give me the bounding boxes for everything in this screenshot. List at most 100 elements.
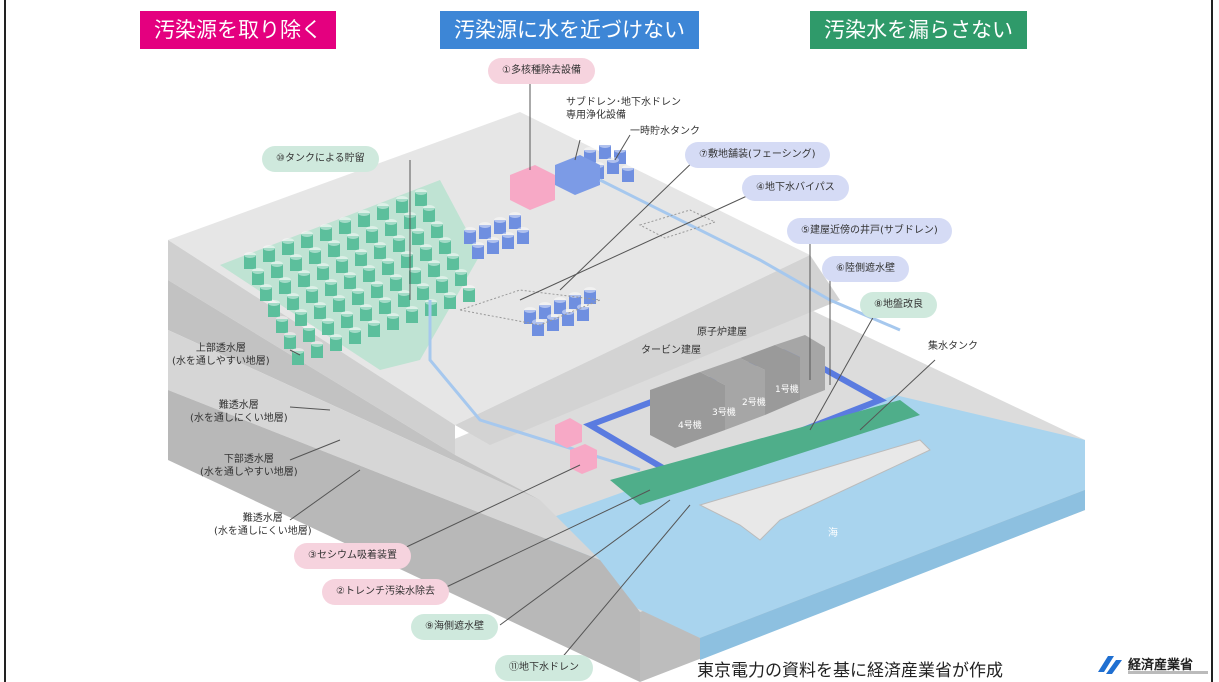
pier (698, 439, 931, 541)
layer-label-3: 下部透水層 (水を通しやすい地層) (200, 453, 298, 479)
upper-ground-top (168, 112, 810, 425)
green-tank (271, 261, 283, 278)
turbine-building-label: タービン建屋 (641, 345, 701, 356)
blue-tank (569, 292, 581, 309)
blue-tank (577, 304, 589, 321)
layer-label-1: 上部透水層 (水を通しやすい地層) (172, 342, 270, 368)
upper-ground-slope (455, 255, 840, 445)
green-tank (415, 189, 427, 206)
blue-tank (562, 309, 574, 326)
blue-tank (517, 227, 529, 244)
green-tank (298, 270, 310, 287)
green-tank (374, 242, 386, 259)
blue-tank (479, 222, 491, 239)
blue-tank (607, 157, 619, 174)
green-tank (292, 348, 304, 365)
leader-lines (289, 83, 936, 661)
measure-3-pill: ③セシウム吸着装置 (294, 543, 411, 569)
green-tank (377, 203, 389, 220)
measure-11-pill: ⑪地下水ドレン (495, 655, 593, 681)
green-tank (371, 281, 383, 298)
measure-5-pill: ⑤建屋近傍の井戸(サブドレン) (787, 218, 952, 244)
green-tank (282, 238, 294, 255)
green-tank (311, 341, 323, 358)
measure-1-pill: ①多核種除去設備 (488, 58, 595, 84)
layer-3-note: (水を通しやすい地層) (200, 467, 298, 478)
unit1-label: 1号機 (775, 383, 799, 395)
cesium-box-1 (555, 418, 582, 448)
blue-tank (622, 165, 634, 182)
green-tank (417, 283, 429, 300)
meti-logo-text: 経済産業省 (1128, 658, 1194, 673)
measure-8-pill: ⑧地盤改良 (860, 292, 937, 318)
subdrain-label-line2: 専用浄化設備 (566, 110, 626, 121)
collection-tank-label: 集水タンク (928, 341, 978, 352)
green-tank (382, 258, 394, 275)
sea-label: 海 (828, 526, 838, 539)
measure-4-pill: ④地下水バイパス (742, 175, 849, 201)
green-tank (368, 320, 380, 337)
green-tank (287, 293, 299, 310)
green-tank (412, 228, 424, 245)
green-tank (355, 249, 367, 266)
measure-2-pill: ②トレンチ汚染水除去 (322, 579, 449, 605)
green-tank (387, 313, 399, 330)
green-tank (328, 240, 340, 257)
sea-side-wall (610, 400, 920, 505)
unit2-label: 2号機 (742, 396, 766, 408)
green-tank (436, 276, 448, 293)
green-tank (260, 284, 272, 301)
right-frame-line (1211, 0, 1213, 682)
green-tank (309, 247, 321, 264)
green-tank (401, 251, 413, 268)
measure-10-pill: ⑩タンクによる貯留 (262, 146, 379, 172)
meti-logo-icon (1098, 656, 1122, 674)
alps-facility-box (510, 165, 555, 210)
green-tank (439, 237, 451, 254)
green-tank (444, 292, 456, 309)
green-tank (290, 254, 302, 271)
measure-6-pill: ⑥陸側遮水壁 (822, 256, 909, 282)
blue-tank (547, 314, 559, 331)
left-frame-line (4, 0, 6, 682)
green-tank (330, 334, 342, 351)
meti-logo-subline (1128, 671, 1208, 674)
unit3-label: 3号機 (712, 406, 736, 418)
subdrain-facility-box (555, 155, 600, 195)
layer-4-note: (水を通しにくい地層) (214, 526, 312, 537)
green-tank (358, 210, 370, 227)
temp-tank-label: 一時貯水タンク (630, 126, 700, 137)
unit4-label: 4号機 (678, 419, 702, 431)
green-tank (263, 245, 275, 262)
green-tank (363, 265, 375, 282)
bypass-pipe (428, 300, 641, 472)
blue-tank (464, 227, 476, 244)
green-tank (301, 231, 313, 248)
green-tank (455, 269, 467, 286)
layer-label-2: 難透水層 (水を通しにくい地層) (190, 399, 288, 425)
blue-tank (502, 232, 514, 249)
layer-2-note: (水を通しにくい地層) (190, 413, 288, 424)
green-tank (244, 252, 256, 269)
blue-tank (599, 142, 611, 159)
green-tank (447, 253, 459, 270)
green-tank (333, 295, 345, 312)
blue-tank (487, 237, 499, 254)
green-tank (379, 297, 391, 314)
green-tank (339, 217, 351, 234)
green-tank (398, 290, 410, 307)
layer-1-note: (水を通しやすい地層) (172, 356, 270, 367)
layer-3-name: 下部透水層 (223, 454, 274, 465)
green-tank (463, 285, 475, 302)
green-tank (295, 309, 307, 326)
layer-2-name: 難透水層 (218, 400, 259, 411)
layer-4-name: 難透水層 (242, 513, 283, 524)
green-tank (268, 300, 280, 317)
green-tank (409, 267, 421, 284)
reactor-buildings (650, 335, 825, 448)
green-tank (344, 272, 356, 289)
green-tank (360, 304, 372, 321)
green-tank (276, 316, 288, 333)
green-tank (347, 233, 359, 250)
